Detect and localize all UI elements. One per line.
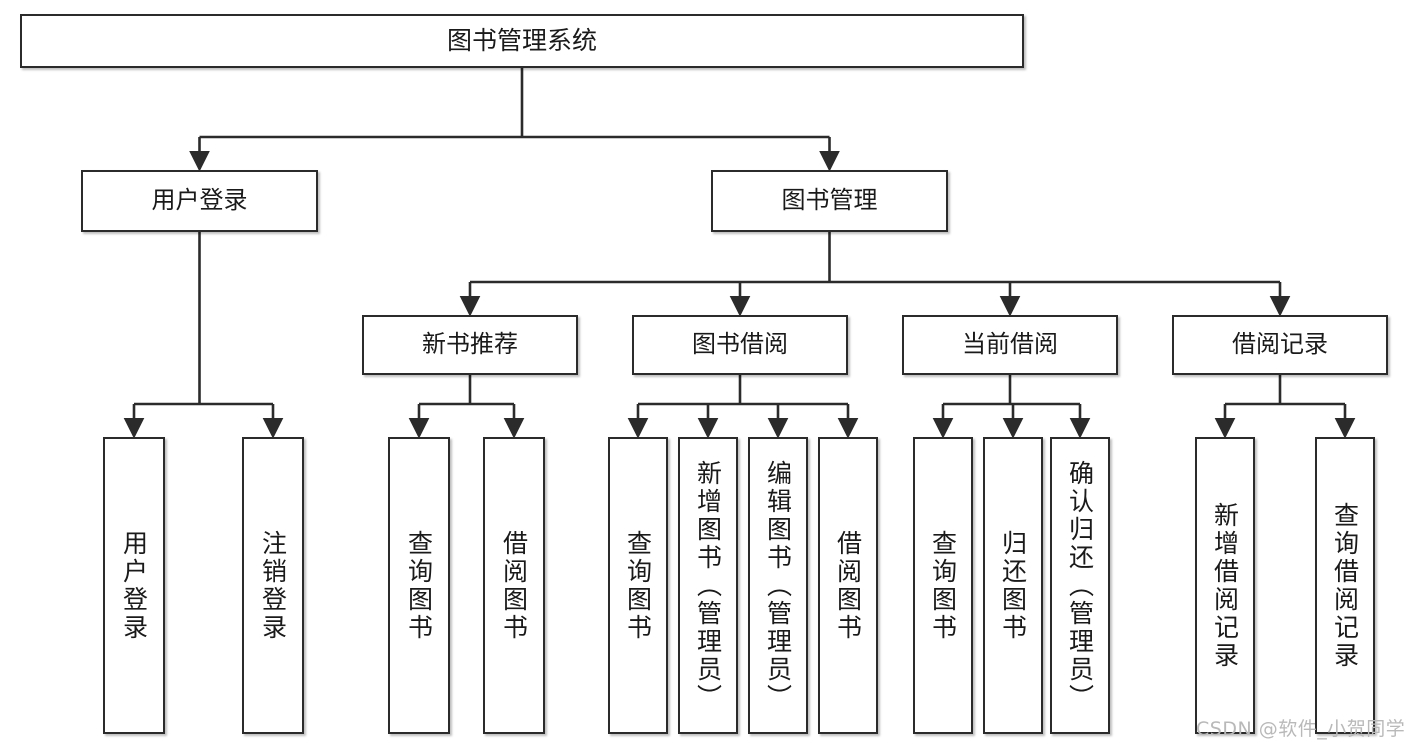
node-label-user-login: 用户登录 bbox=[151, 186, 248, 215]
node-leaf-borrow-book-2[interactable]: 借阅图书 bbox=[818, 437, 878, 734]
node-label-book-manage: 图书管理 bbox=[781, 186, 878, 215]
node-leaf-query-book-1[interactable]: 查询图书 bbox=[388, 437, 450, 734]
node-label-leaf-query-book-3: 查询图书 bbox=[928, 529, 958, 642]
node-leaf-add-book[interactable]: 新增图书（管理员） bbox=[678, 437, 738, 734]
node-label-leaf-confirm-return: 确认归还（管理员） bbox=[1065, 459, 1095, 712]
node-leaf-query-record[interactable]: 查询借阅记录 bbox=[1315, 437, 1375, 734]
node-label-leaf-borrow-book-2: 借阅图书 bbox=[833, 529, 863, 642]
node-user-login[interactable]: 用户登录 bbox=[81, 170, 318, 232]
node-label-borrow-record: 借阅记录 bbox=[1232, 330, 1328, 359]
node-leaf-user-login[interactable]: 用户登录 bbox=[103, 437, 165, 734]
node-label-leaf-user-login: 用户登录 bbox=[119, 529, 149, 642]
node-leaf-confirm-return[interactable]: 确认归还（管理员） bbox=[1050, 437, 1110, 734]
node-label-leaf-query-book-1: 查询图书 bbox=[404, 529, 434, 642]
node-leaf-logout[interactable]: 注销登录 bbox=[242, 437, 304, 734]
node-label-leaf-return-book: 归还图书 bbox=[998, 529, 1028, 642]
node-label-new-book-rec: 新书推荐 bbox=[422, 330, 518, 359]
node-book-manage[interactable]: 图书管理 bbox=[711, 170, 948, 232]
node-label-leaf-borrow-book-1: 借阅图书 bbox=[499, 529, 529, 642]
node-label-root: 图书管理系统 bbox=[446, 25, 597, 55]
node-leaf-edit-book[interactable]: 编辑图书（管理员） bbox=[748, 437, 808, 734]
node-label-leaf-add-book: 新增图书（管理员） bbox=[693, 459, 723, 712]
node-new-book-rec[interactable]: 新书推荐 bbox=[362, 315, 578, 375]
node-root[interactable]: 图书管理系统 bbox=[20, 14, 1024, 68]
node-leaf-borrow-book-1[interactable]: 借阅图书 bbox=[483, 437, 545, 734]
node-label-current-borrow: 当前借阅 bbox=[962, 330, 1058, 359]
node-label-leaf-query-record: 查询借阅记录 bbox=[1330, 501, 1360, 670]
node-current-borrow[interactable]: 当前借阅 bbox=[902, 315, 1118, 375]
node-leaf-query-book-2[interactable]: 查询图书 bbox=[608, 437, 668, 734]
node-label-leaf-add-record: 新增借阅记录 bbox=[1210, 501, 1240, 670]
node-book-borrow[interactable]: 图书借阅 bbox=[632, 315, 848, 375]
node-leaf-add-record[interactable]: 新增借阅记录 bbox=[1195, 437, 1255, 734]
node-label-leaf-logout: 注销登录 bbox=[258, 529, 288, 642]
node-leaf-query-book-3[interactable]: 查询图书 bbox=[913, 437, 973, 734]
node-borrow-record[interactable]: 借阅记录 bbox=[1172, 315, 1388, 375]
node-leaf-return-book[interactable]: 归还图书 bbox=[983, 437, 1043, 734]
node-label-leaf-edit-book: 编辑图书（管理员） bbox=[763, 459, 793, 712]
node-label-leaf-query-book-2: 查询图书 bbox=[623, 529, 653, 642]
node-label-book-borrow: 图书借阅 bbox=[692, 330, 788, 359]
